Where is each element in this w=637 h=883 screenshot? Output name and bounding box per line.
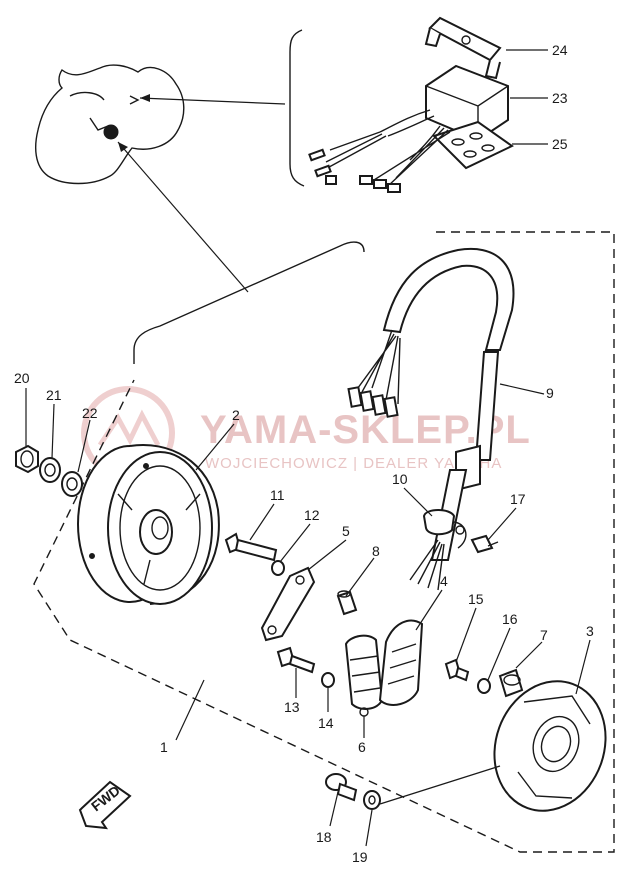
callout-21: 21 (46, 387, 62, 403)
callout-2: 2 (232, 407, 240, 423)
bracket-screw-long (224, 532, 278, 562)
mount-location-marker (103, 124, 119, 140)
callout-6: 6 (358, 739, 366, 755)
callout-8: 8 (372, 543, 380, 559)
callout-labels: 24 23 25 20 21 22 2 9 10 17 11 12 5 8 4 … (14, 42, 594, 865)
callout-18: 18 (316, 829, 332, 845)
callout-14: 14 (318, 715, 334, 731)
callout-15: 15 (468, 591, 484, 607)
callout-24: 24 (552, 42, 568, 58)
callout-1: 1 (160, 739, 168, 755)
callout-9: 9 (546, 385, 554, 401)
lock-washer (39, 457, 61, 483)
clamp-screw (470, 534, 499, 554)
cdi-bracket (424, 16, 502, 80)
plate-screw (444, 658, 470, 682)
cdi-rubber-pad (432, 120, 514, 170)
vehicle-outline (35, 64, 185, 185)
cdi-unit-group (308, 16, 514, 193)
callout-4: 4 (440, 573, 448, 589)
cdi-wiring (308, 109, 451, 193)
callout-13: 13 (284, 699, 300, 715)
assembly-boundary (33, 231, 615, 853)
plate-grommet (498, 668, 524, 698)
callout-3: 3 (586, 623, 594, 639)
callout-7: 7 (540, 627, 548, 643)
callout-16: 16 (502, 611, 518, 627)
base-plate-washer (363, 790, 381, 810)
watermark: YAMA-SKLEP.PL WOJCIECHOWICZ | DEALER YAM… (81, 386, 531, 480)
plate-washer (477, 678, 491, 694)
pickup-bracket (260, 566, 316, 642)
callout-12: 12 (304, 507, 320, 523)
forward-direction-arrow: FWD (78, 780, 132, 830)
stator-base-plate (493, 680, 607, 812)
callout-5: 5 (342, 523, 350, 539)
coil-screw (276, 646, 316, 674)
leader-lines (25, 49, 591, 847)
callout-11: 11 (270, 487, 285, 503)
callout-20: 20 (14, 370, 30, 386)
flywheel-nut (15, 444, 39, 474)
plain-washer (61, 471, 83, 497)
bracket-washer-upper (271, 560, 285, 576)
base-plate-screw (325, 773, 358, 802)
callout-17: 17 (510, 491, 526, 507)
watermark-brand: YAMA-SKLEP.PL (200, 408, 531, 452)
callout-19: 19 (352, 849, 368, 865)
coil-washer (321, 672, 335, 688)
callout-25: 25 (552, 136, 568, 152)
source-coil (344, 634, 384, 717)
watermark-subtitle: WOJCIECHOWICZ | DEALER YAMAHA (205, 455, 502, 472)
flywheel-rotor (77, 444, 220, 605)
callout-22: 22 (82, 405, 98, 421)
spacer-collar (336, 590, 358, 616)
callout-10: 10 (392, 471, 408, 487)
callout-23: 23 (552, 90, 568, 106)
charging-coil (378, 619, 424, 706)
